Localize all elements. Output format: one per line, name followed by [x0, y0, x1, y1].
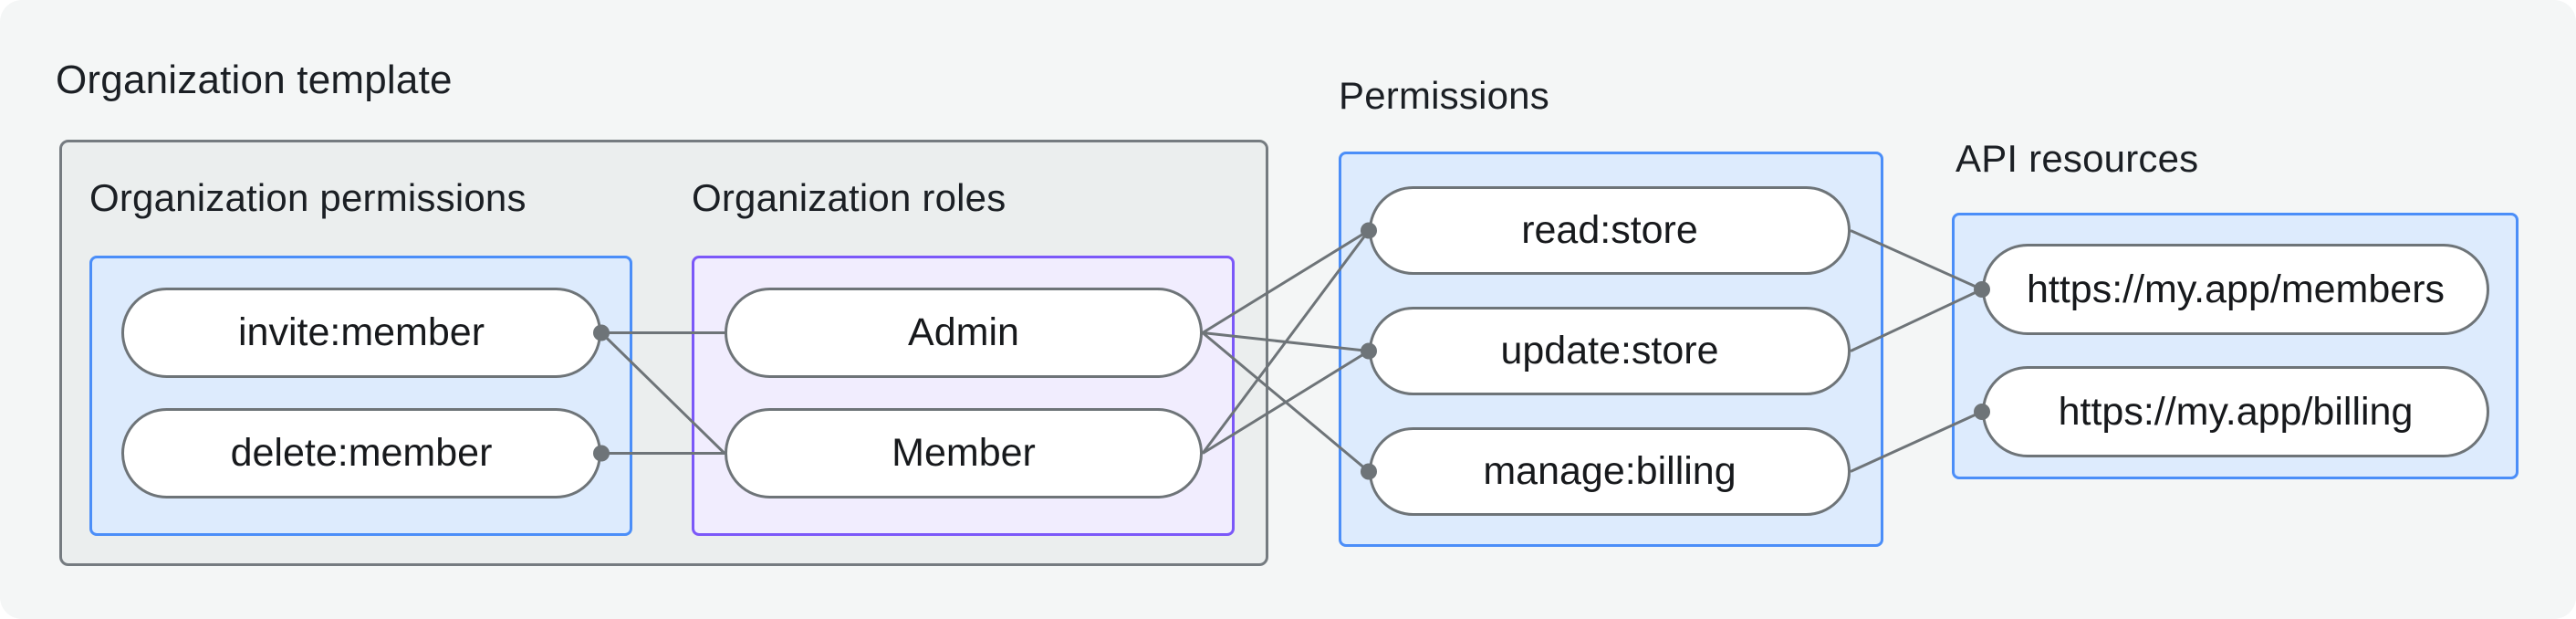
org-permissions-label: Organization permissions	[89, 176, 527, 219]
org-template-label: Organization template	[56, 58, 453, 102]
api-resources-label: API resources	[1955, 137, 2199, 180]
pill-api-billing: https://my.app/billing	[1982, 366, 2489, 457]
pill-api-members: https://my.app/members	[1982, 244, 2489, 335]
pill-member-role: Member	[725, 408, 1203, 498]
pill-read-store: read:store	[1369, 186, 1851, 275]
pill-manage-billing: manage:billing	[1369, 427, 1851, 516]
org-roles-label: Organization roles	[692, 176, 1006, 219]
pill-update-store: update:store	[1369, 307, 1851, 395]
pill-admin-role: Admin	[725, 288, 1203, 378]
pill-invite-member: invite:member	[121, 288, 601, 378]
pill-delete-member: delete:member	[121, 408, 601, 498]
permissions-label: Permissions	[1339, 74, 1549, 117]
